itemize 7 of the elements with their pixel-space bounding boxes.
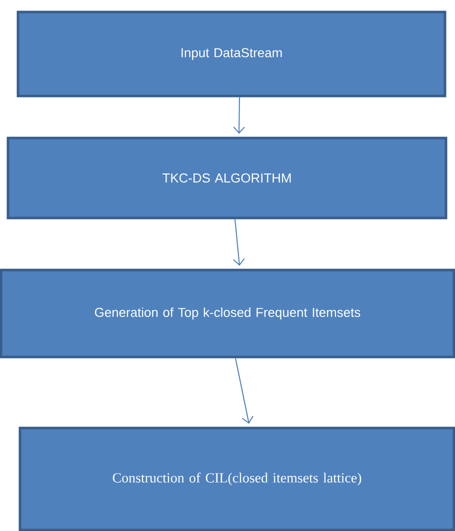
process-box: TKC-DS ALGORITHM <box>6 136 448 220</box>
process-box: Construction of CIL(closed itemsets lattice) <box>18 426 455 531</box>
process-box: Input DataStream <box>16 10 446 98</box>
process-box: Generation of Top k-closed Frequent Itemsets <box>0 268 455 358</box>
arrow <box>232 218 245 266</box>
arrow <box>235 358 254 424</box>
arrow <box>233 96 246 134</box>
